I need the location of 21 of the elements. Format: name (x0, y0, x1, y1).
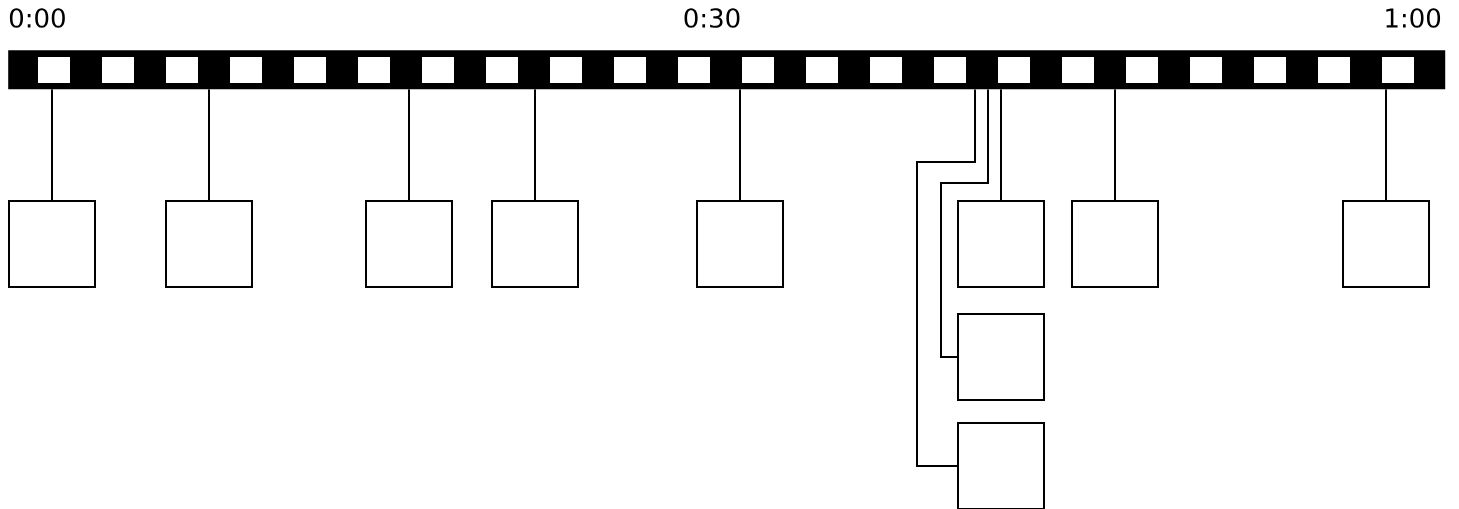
connector-line (51, 88, 53, 201)
connector-line (1385, 88, 1387, 201)
empty-box (696, 200, 784, 288)
film-strip (8, 50, 1446, 90)
empty-box (957, 313, 1045, 401)
empty-box (165, 200, 253, 288)
connector-line (940, 88, 989, 358)
connector-line (408, 88, 410, 201)
empty-box (491, 200, 579, 288)
connector-line (208, 88, 210, 201)
connector-line (916, 88, 976, 467)
empty-box (957, 422, 1045, 509)
empty-box (1342, 200, 1430, 288)
empty-box (1071, 200, 1159, 288)
empty-box (365, 200, 453, 288)
empty-box (8, 200, 96, 288)
empty-box (957, 200, 1045, 288)
connector-line (534, 88, 536, 201)
connector-line (1114, 88, 1116, 201)
connector-line (739, 88, 741, 201)
connector-line (1000, 88, 1002, 201)
